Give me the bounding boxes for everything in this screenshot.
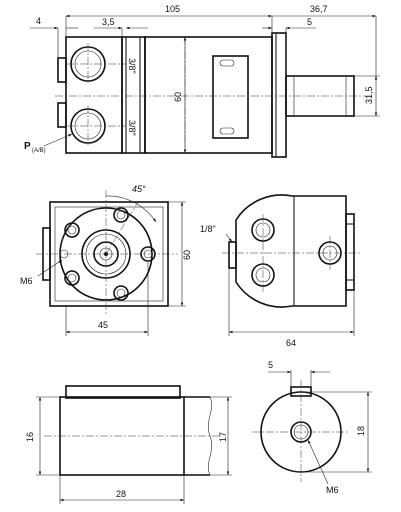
port-label-p: P [24,141,31,152]
port-lower [66,105,126,147]
rear-view: 1/8" 64 [200,194,360,348]
dim-45-deg: 45° [132,184,146,194]
shaft-side-view: 16 17 28 [25,385,232,504]
dim-16: 16 [25,432,35,442]
port-label-ab: (A/B) [32,148,46,154]
dim-36-7: 36,7 [310,4,328,14]
thread-m6-front: M6 [20,276,33,286]
dim-3-5: 3,5 [102,17,115,27]
dim-4: 4 [36,16,41,26]
dim-60-front: 60 [182,250,192,260]
shaft-end-view: 5 18 M6 [252,360,372,495]
dim-17: 17 [218,432,228,442]
dim-5-key: 5 [268,360,273,370]
shaft-key [65,385,181,399]
dim-45-front: 45 [98,320,108,330]
dim-18: 18 [356,426,366,436]
rear-port-1-8: 1/8" [200,224,216,234]
nameplate [212,55,249,139]
dimension-lines-side [30,14,380,153]
rear-drain-plug [228,241,237,269]
thread-m6-end: M6 [326,485,339,495]
front-view: 45° 60 45 M6 [20,184,192,336]
dim-105: 105 [165,4,180,14]
side-view: 4 105 36,7 3,5 5 3/8" 3/8" 60 31,5 P (A/… [24,4,380,158]
dim-64: 64 [286,338,296,348]
port-upper-size: 3/8" [127,58,137,74]
rear-housing [235,194,347,308]
dim-5: 5 [307,17,312,27]
dim-60-side: 60 [173,92,183,102]
drain-plate [57,57,67,83]
rear-ports [251,218,342,287]
front-flange [271,32,287,158]
port-lower-size: 3/8" [127,120,137,136]
dim-31-5: 31,5 [364,86,374,104]
dim-28: 28 [116,489,126,499]
port-upper [66,43,126,85]
main-housing [144,36,273,154]
